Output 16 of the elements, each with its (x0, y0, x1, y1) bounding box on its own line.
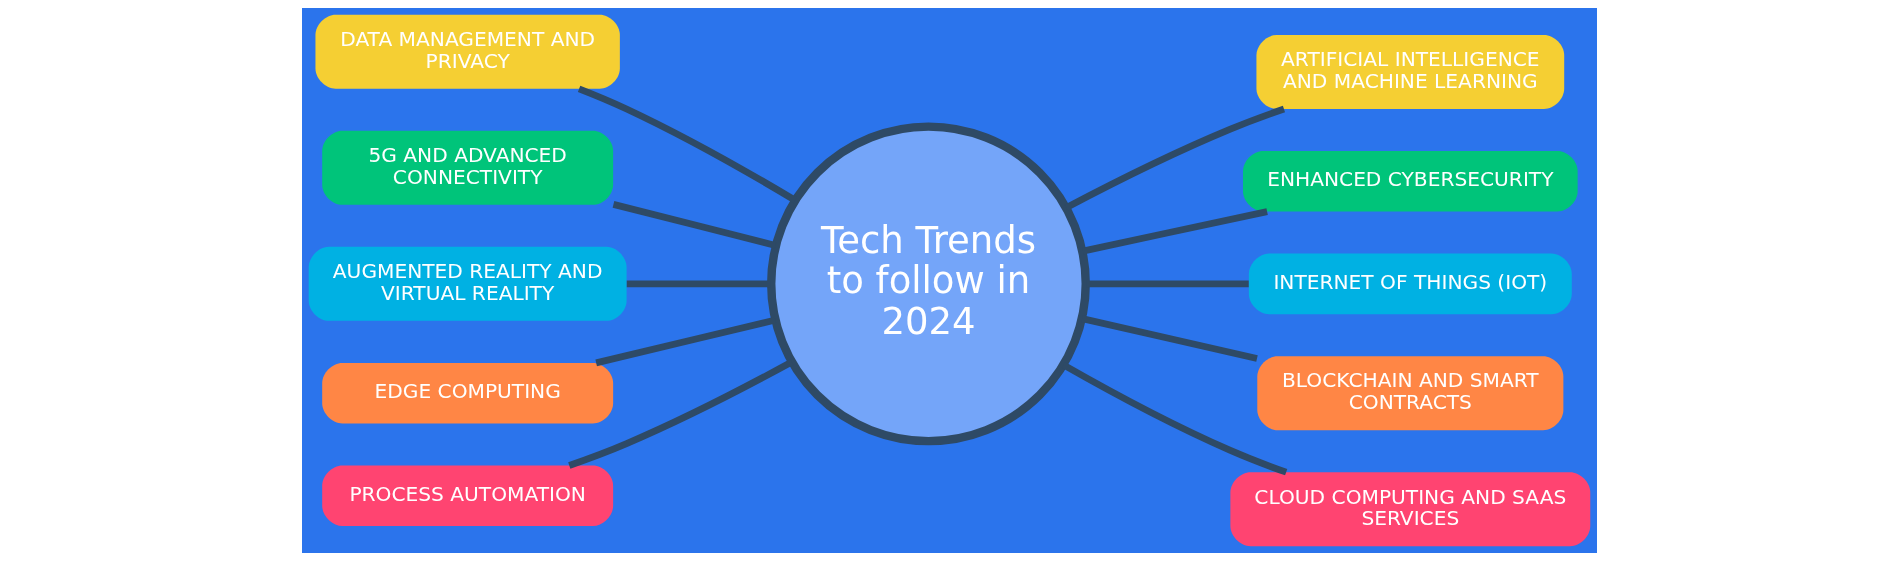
connector (626, 280, 771, 288)
node-box: INTERNET OF THINGS (IOT) (1248, 253, 1572, 315)
node-box: 5G AND ADVANCED CONNECTIVITY (321, 130, 613, 205)
connector (577, 85, 797, 204)
connector (594, 316, 776, 367)
node-box: DATA MANAGEMENT AND PRIVACY (314, 14, 620, 89)
node-box: PROCESS AUTOMATION (321, 465, 613, 527)
node-box: BLOCKCHAIN AND SMART CONTRACTS (1256, 356, 1563, 431)
node-box: ENHANCED CYBERSECURITY (1242, 151, 1578, 212)
node-box: ARTIFICIAL INTELLIGENCE AND MACHINE LEARNING (1255, 34, 1564, 109)
node-box: EDGE COMPUTING (321, 362, 613, 424)
node-circle: Tech Trends to follow in 2024 (766, 122, 1090, 446)
connector (567, 359, 793, 469)
node-box: CLOUD COMPUTING AND SAAS SERVICES (1229, 472, 1590, 547)
connector (612, 201, 776, 249)
node-box: AUGMENTED REALITY AND VIRTUAL REALITY (308, 246, 627, 321)
